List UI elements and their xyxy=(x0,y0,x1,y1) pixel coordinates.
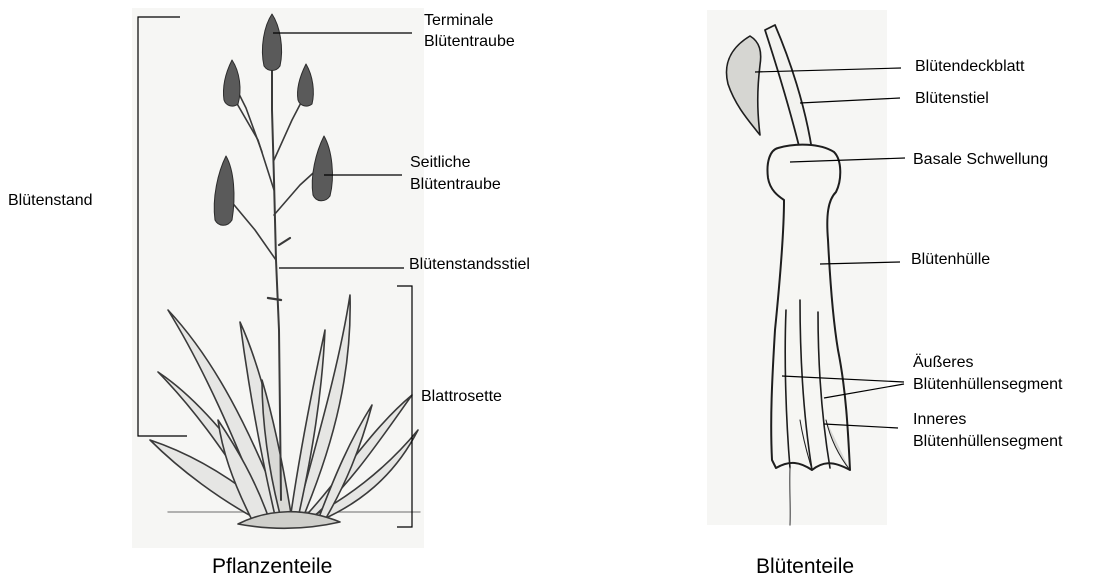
label-leaf-rosette: Blattrosette xyxy=(421,386,502,407)
label-terminal-raceme-line1: Terminale xyxy=(424,10,493,31)
label-outer-segment-line1: Äußeres xyxy=(913,352,973,373)
aloe-plant-drawing xyxy=(150,14,420,528)
label-lateral-raceme-line2: Blütentraube xyxy=(410,174,501,195)
label-peduncle: Blütenstandsstiel xyxy=(409,254,530,275)
label-outer-segment-line2: Blütenhüllensegment xyxy=(913,374,1062,395)
pedicel-leader xyxy=(800,98,900,103)
perianth-shape xyxy=(767,145,850,470)
label-inner-segment-line1: Inneres xyxy=(913,409,966,430)
terminal-raceme-bud xyxy=(262,14,281,71)
label-lateral-raceme-line1: Seitliche xyxy=(410,152,470,173)
label-perianth: Blütenhülle xyxy=(911,249,990,270)
flower-drawing xyxy=(727,25,850,525)
leaf-rosette-shape xyxy=(150,295,418,528)
label-terminal-raceme-line2: Blütentraube xyxy=(424,31,515,52)
perianth-leader xyxy=(820,262,900,264)
label-bract: Blütendeckblatt xyxy=(915,56,1024,77)
label-pedicel: Blütenstiel xyxy=(915,88,989,109)
bract-shape xyxy=(727,36,761,135)
pedicel-shape xyxy=(765,25,812,150)
label-basal-swelling: Basale Schwellung xyxy=(913,149,1048,170)
caption-flower-parts: Blütenteile xyxy=(756,554,854,580)
label-inner-segment-line2: Blütenhüllensegment xyxy=(913,431,1062,452)
caption-plant-parts: Pflanzenteile xyxy=(212,554,332,580)
label-inflorescence: Blütenstand xyxy=(8,190,93,211)
inflorescence-bracket xyxy=(138,17,187,436)
